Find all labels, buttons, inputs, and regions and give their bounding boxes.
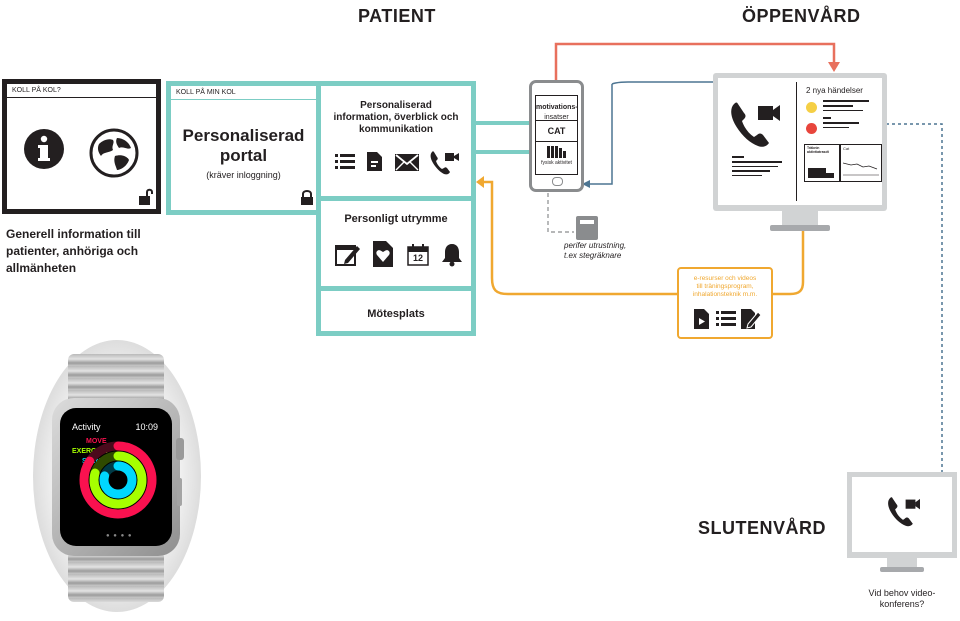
portal-box: KOLL PÅ MIN KOL Personaliserad portal (k…	[166, 81, 321, 215]
monitor-panel-training: Träknin aktivtiatrasdt	[804, 144, 840, 182]
watch-band-top	[68, 354, 164, 406]
portal-sections: Personaliserad information, överblick oc…	[316, 81, 476, 336]
slutenvard-stand-base	[880, 567, 924, 572]
watch-move-label: MOVE	[86, 438, 107, 445]
monitor-notes	[732, 156, 788, 176]
slutenvard-stand-neck	[887, 558, 917, 568]
phone-item-cat: CAT	[547, 126, 566, 136]
watch-band-bottom	[68, 550, 164, 602]
monitor-panel-cat-label: Cat	[843, 146, 850, 151]
watch-page-dots: ● ● ● ●	[106, 533, 133, 539]
heading-oppenvard: ÖPPENVÅRD	[742, 6, 861, 26]
monitor-panel-training-label: Träknin aktivtiatrasdt	[807, 146, 829, 154]
koll-pa-kol-box: KOLL PÅ KOL?	[2, 79, 161, 214]
edit-note-icon	[335, 245, 360, 266]
video-conf-caption-line2: konferens?	[879, 599, 925, 609]
video-conf-caption-line1: Vid behov video-	[868, 588, 936, 598]
koll-pa-kol-label: KOLL PÅ KOL?	[7, 84, 156, 98]
peripheral-caption-line2: t.ex stegräknare	[564, 251, 622, 260]
activity-bars-icon	[547, 146, 566, 158]
monitor-vertical-divider	[796, 82, 797, 201]
list-icon	[335, 154, 355, 169]
pedometer-icon	[576, 216, 598, 240]
padlock-icon	[301, 190, 313, 205]
resources-line2: till träningsprogram,	[696, 283, 754, 290]
slutenvard-phone-video-icon	[888, 497, 920, 527]
phone-item-motivation-line2: insatser	[544, 114, 569, 121]
portal-label: KOLL PÅ MIN KOL	[171, 86, 316, 100]
watch-time: 10:09	[135, 422, 158, 432]
calendar-day: 12	[412, 253, 423, 263]
heading-patient: PATIENT	[358, 6, 436, 26]
meeting-title: Mötesplats	[367, 308, 425, 320]
watch-exercise-label: EXERCISE	[72, 448, 108, 455]
resources-line1: e-resurser och videos	[693, 275, 757, 282]
info-box-title: Personaliserad information, överblick oc…	[333, 100, 459, 135]
monitor-panel-cat: Cat	[840, 144, 882, 182]
monitor-events: 2 nya händelser	[806, 86, 863, 95]
monitor-screen: 2 nya händelser Träknin aktivtiatrasdt C…	[718, 78, 882, 205]
divider-2	[321, 286, 471, 291]
video-document-icon	[694, 309, 709, 329]
activity-rings-icon	[79, 441, 157, 519]
phone-item-activity: fysisk aktivitet	[541, 160, 572, 166]
portal-title: Personaliserad portal	[182, 126, 305, 165]
event-yellow-dot	[806, 102, 817, 113]
resources-box: e-resurser och videos till träningsprogr…	[677, 267, 773, 339]
watch-screen: Activity 10:09 MOVE EXERCISE STAND ● ● ●…	[60, 408, 172, 546]
slutenvard-screen	[852, 477, 952, 552]
phone-divider-1	[536, 120, 577, 121]
watch-app-title: Activity	[72, 422, 101, 432]
event-details	[823, 100, 875, 128]
watch-crown[interactable]	[176, 438, 184, 460]
heart-document-icon	[373, 241, 393, 267]
globe-icon	[89, 128, 139, 178]
video-conf-caption: Vid behov video- konferens?	[852, 588, 952, 610]
divider-1	[321, 196, 471, 201]
smartphone: motivations- insatser CAT fysisk aktivit…	[529, 80, 584, 192]
phone-divider-2	[536, 141, 577, 142]
phone-screen	[535, 95, 578, 175]
monitor-stand-neck	[782, 211, 818, 227]
phone-video-icon	[430, 151, 459, 175]
personal-space-title: Personligt utrymme	[344, 213, 448, 225]
resources-text: e-resurser och videos till träningsprogr…	[681, 275, 769, 299]
resources-line3: inhalationsteknik m.m.	[692, 291, 758, 298]
monitor-cat-line-chart-icon	[843, 162, 879, 176]
peripheral-caption: perifer utrustning, t.ex stegräknare	[564, 241, 626, 261]
monitor-phone-video-icon	[731, 102, 780, 147]
monitor-stand-base	[770, 225, 830, 231]
document-icon	[367, 152, 382, 171]
envelope-icon	[395, 154, 419, 171]
slutenvard-monitor	[847, 472, 957, 558]
event-red-dot	[806, 123, 817, 134]
info-icon	[24, 129, 64, 169]
unlocked-padlock-icon	[139, 188, 153, 205]
bell-icon	[442, 244, 462, 267]
phone-home-button	[552, 177, 563, 186]
resources-edit-icon	[741, 309, 761, 329]
watch-button[interactable]	[177, 478, 182, 506]
koll-pa-kol-caption: Generell information till patienter, anh…	[6, 227, 141, 275]
oppenvard-monitor: 2 nya händelser Träknin aktivtiatrasdt C…	[713, 73, 887, 211]
calendar-icon	[407, 244, 429, 266]
phone-item-motivation: motivations- insatser	[536, 101, 578, 121]
resources-list-icon	[716, 311, 736, 326]
portal-subtitle: (kräver inloggning)	[206, 170, 281, 180]
peripheral-caption-line1: perifer utrustning,	[564, 241, 627, 250]
heading-slutenvard: SLUTENVÅRD	[698, 518, 827, 538]
phone-item-motivation-line1: motivations-	[536, 104, 578, 111]
